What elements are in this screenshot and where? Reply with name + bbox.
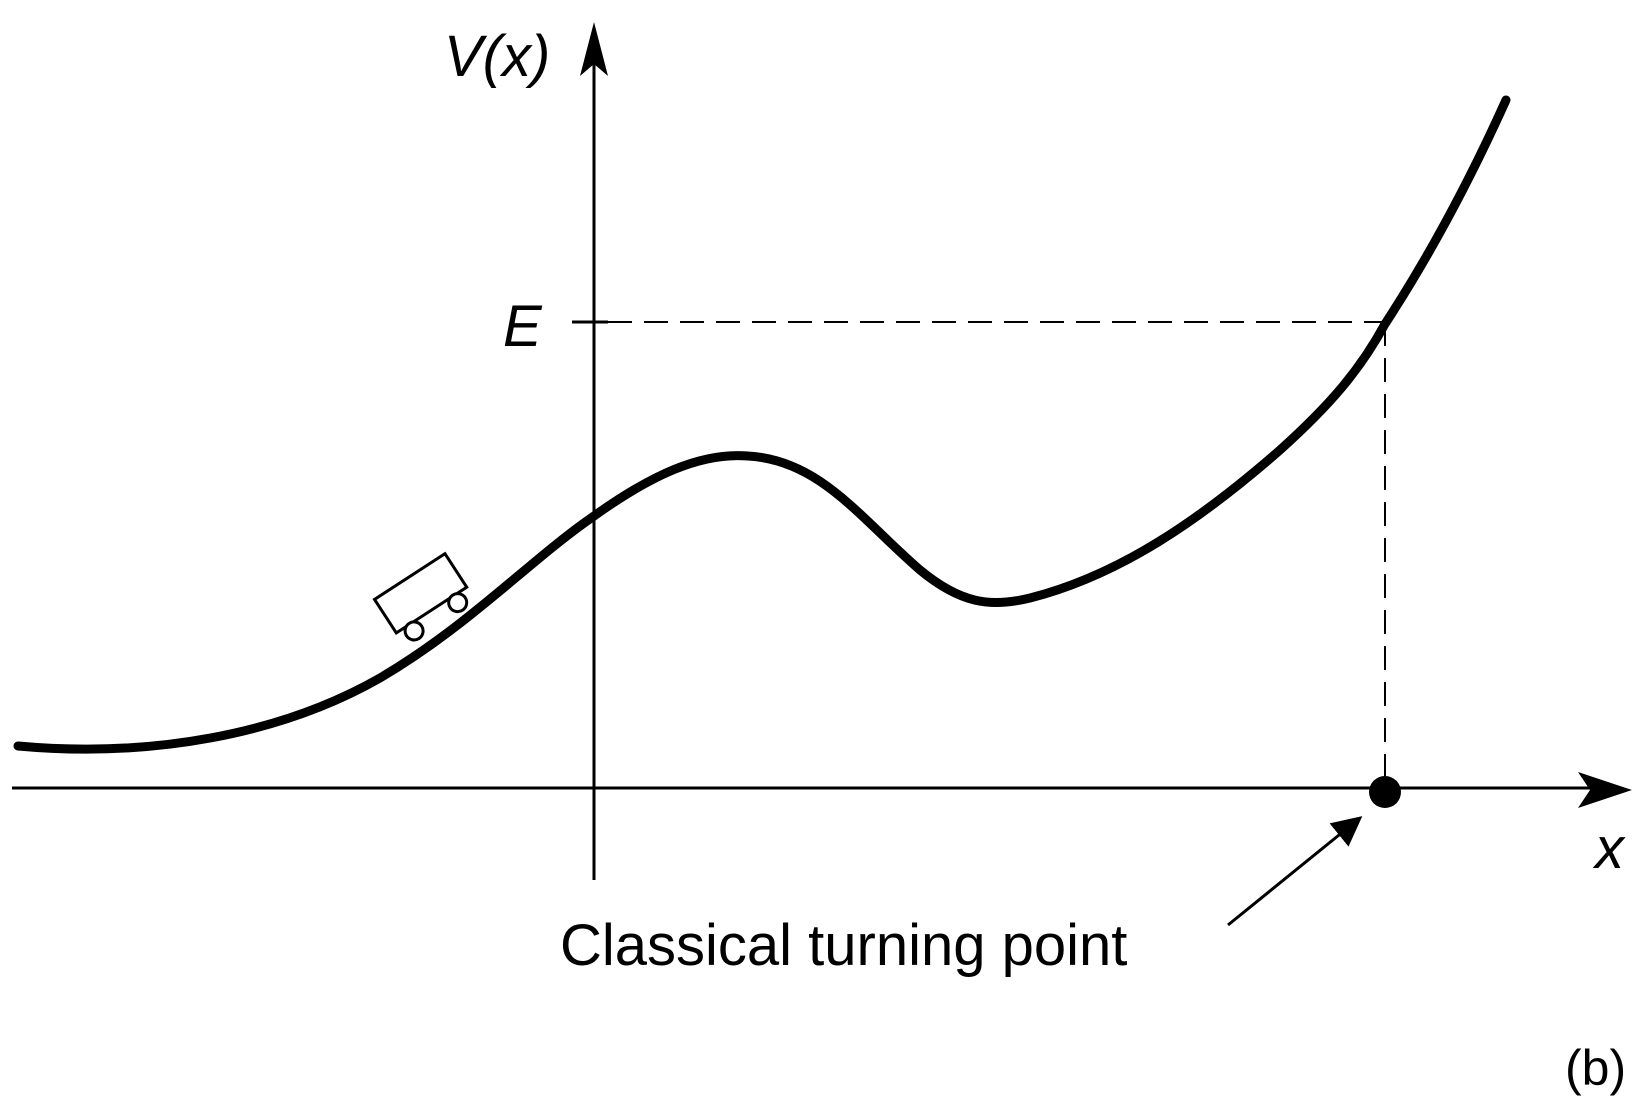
y-axis (580, 22, 608, 880)
y-axis-arrowhead (580, 22, 608, 76)
turning-point-annotation: Classical turning point (560, 913, 1127, 978)
potential-curve (13, 95, 1511, 754)
cart-icon (372, 551, 469, 642)
energy-label: E (503, 294, 543, 359)
x-axis (12, 772, 1632, 808)
cart-wheel-icon (447, 592, 469, 614)
x-axis-arrowhead (1578, 772, 1632, 808)
turning-point-dot (1369, 776, 1401, 808)
x-axis-label: x (1592, 816, 1626, 881)
panel-label: (b) (1565, 1040, 1626, 1096)
y-axis-label: V(x) (444, 24, 550, 89)
annotation-arrow (1227, 816, 1363, 927)
cart-wheel-icon (403, 620, 425, 642)
